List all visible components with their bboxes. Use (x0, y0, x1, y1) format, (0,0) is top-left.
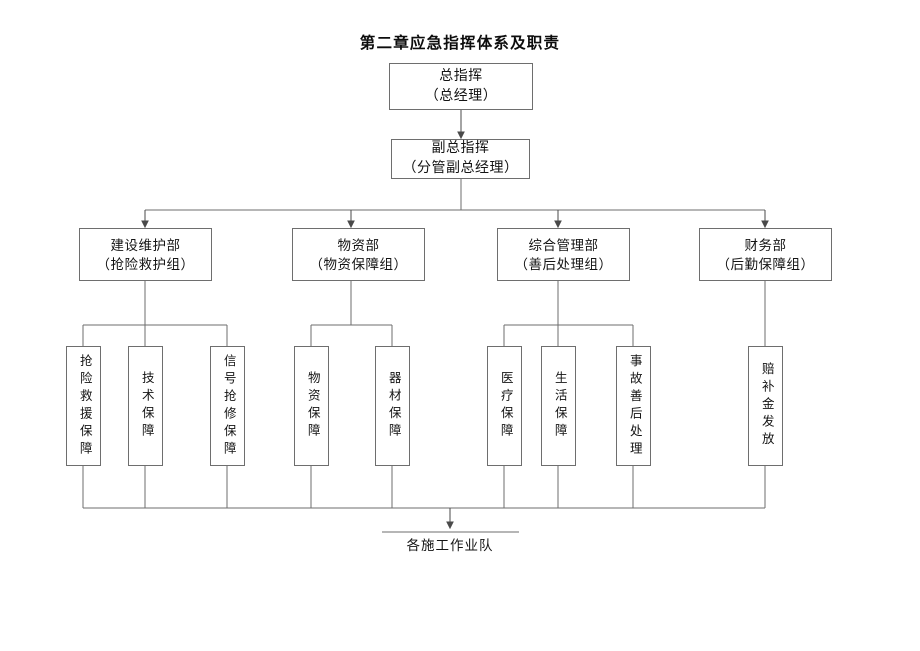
node-deputy-line1: 副总指挥 (431, 141, 490, 156)
department-1-line2: （抢险救护组） (96, 256, 195, 272)
team-8-label: 事故善后处理 (627, 353, 642, 459)
team-7-label: 生活保障 (552, 371, 567, 441)
team-5-label: 器材保障 (386, 371, 401, 441)
node-team-equipment-support[interactable]: 器材保障 (375, 346, 410, 466)
node-commander-line2: （总经理） (424, 88, 498, 104)
node-team-rescue-support[interactable]: 抢险救援保障 (66, 346, 101, 466)
node-department-finance[interactable]: 财务部 （后勤保障组） (699, 228, 832, 281)
node-team-compensation-payout[interactable]: 赔补金发放 (748, 346, 783, 466)
node-team-material-support[interactable]: 物资保障 (294, 346, 329, 466)
department-3-line2: （善后处理组） (514, 256, 613, 272)
node-team-living-support[interactable]: 生活保障 (541, 346, 576, 466)
node-department-general-management[interactable]: 综合管理部 （善后处理组） (497, 228, 630, 281)
node-department-construction[interactable]: 建设维护部 （抢险救护组） (79, 228, 212, 281)
node-team-accident-aftermath[interactable]: 事故善后处理 (616, 346, 651, 466)
team-2-label: 技术保障 (139, 371, 154, 441)
department-4-line1: 财务部 (744, 237, 787, 253)
team-4-label: 物资保障 (305, 371, 320, 441)
node-deputy-line2: （分管副总经理） (402, 161, 519, 176)
department-2-line2: （物资保障组） (309, 256, 408, 272)
node-team-technical-support[interactable]: 技术保障 (128, 346, 163, 466)
team-9-label: 赔补金发放 (759, 362, 774, 450)
team-3-label: 信号抢修保障 (221, 353, 236, 459)
team-1-label: 抢险救援保障 (77, 353, 92, 459)
department-3-line1: 综合管理部 (528, 237, 599, 253)
page-title: 第二章应急指挥体系及职责 (359, 35, 561, 52)
node-commander[interactable]: 总指挥 （总经理） (389, 63, 533, 110)
node-commander-line1: 总指挥 (439, 68, 483, 84)
node-construction-teams[interactable]: 各施工作业队 (406, 538, 494, 553)
team-6-label: 医疗保障 (498, 371, 513, 441)
node-department-materials[interactable]: 物资部 （物资保障组） (292, 228, 425, 281)
department-4-line2: （后勤保障组） (716, 256, 815, 272)
department-1-line1: 建设维护部 (110, 237, 181, 253)
node-team-signal-repair-support[interactable]: 信号抢修保障 (210, 346, 245, 466)
department-2-line1: 物资部 (337, 237, 380, 253)
node-deputy-commander[interactable]: 副总指挥 （分管副总经理） (391, 139, 530, 179)
node-team-medical-support[interactable]: 医疗保障 (487, 346, 522, 466)
